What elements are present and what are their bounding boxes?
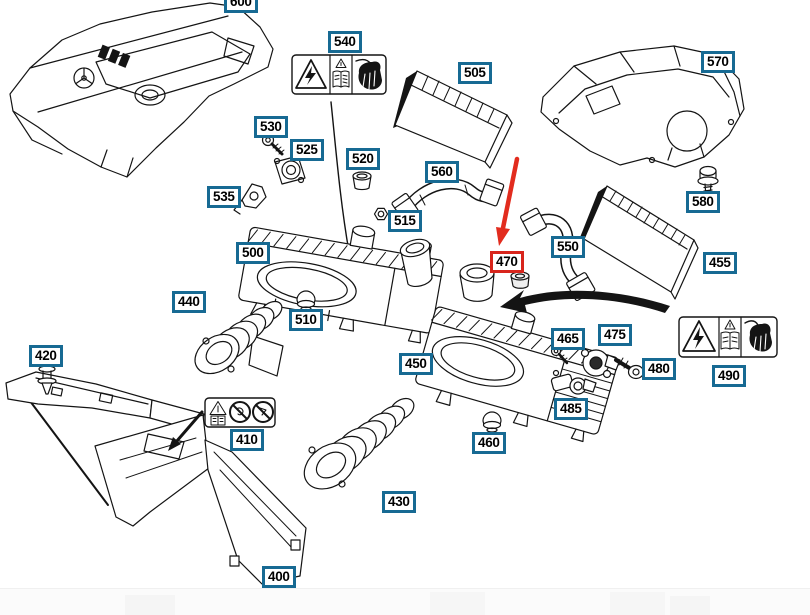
- mounting-tray-400: [5, 371, 307, 585]
- air-filter-element-505: [393, 70, 513, 169]
- part-label-490[interactable]: 490: [712, 365, 746, 387]
- housing-outlet-port: [399, 238, 433, 288]
- warning-sticker-540: [291, 54, 387, 95]
- part-label-475[interactable]: 475: [598, 324, 632, 346]
- black-motion-arrow: [500, 290, 670, 313]
- cap-nut-510: [296, 290, 316, 312]
- part-label-510[interactable]: 510: [289, 309, 323, 331]
- part-label-515[interactable]: 515: [388, 210, 422, 232]
- vent-line: [330, 101, 350, 253]
- part-label-465[interactable]: 465: [551, 328, 585, 350]
- part-label-560[interactable]: 560: [425, 161, 459, 183]
- sensor-485: [550, 369, 597, 395]
- part-label-525[interactable]: 525: [290, 139, 324, 161]
- screw-580: [697, 165, 719, 197]
- grommet-470: [510, 271, 530, 289]
- part-label-450[interactable]: 450: [399, 353, 433, 375]
- warning-sticker-410: [168, 397, 276, 451]
- intake-hose-560: [391, 178, 505, 221]
- intake-collar: [459, 263, 495, 302]
- read-operating-manual-warning-icon: [209, 401, 227, 426]
- red-callout-arrow: [496, 156, 520, 246]
- high-voltage-warning-triangle-icon: [295, 59, 327, 89]
- part-label-485[interactable]: 485: [554, 398, 588, 420]
- cap-nut-460: [482, 411, 502, 433]
- part-label-580[interactable]: 580: [686, 191, 720, 213]
- hand-injury-warning-icon: [355, 58, 382, 90]
- intake-duct-430: [303, 397, 415, 490]
- part-label-550[interactable]: 550: [551, 236, 585, 258]
- amg-badge-icon: [97, 44, 131, 68]
- part-label-440[interactable]: 440: [172, 291, 206, 313]
- part-label-400[interactable]: 400: [262, 566, 296, 588]
- engine-cover: [9, 2, 274, 178]
- part-label-600[interactable]: 600: [224, 0, 258, 13]
- part-label-570[interactable]: 570: [701, 51, 735, 73]
- prohibition-circle-icon: [229, 401, 251, 423]
- hand-injury-warning-icon: [744, 320, 772, 353]
- screw-480: [614, 357, 645, 380]
- clip-420: [37, 365, 57, 395]
- mercedes-star-icon: [73, 67, 95, 89]
- part-label-540[interactable]: 540: [328, 31, 362, 53]
- bottom-edge-band: [0, 588, 810, 615]
- part-label-470-highlighted[interactable]: 470: [490, 251, 524, 273]
- prohibition-circle-icon: [252, 401, 274, 423]
- part-label-535[interactable]: 535: [207, 186, 241, 208]
- part-label-500[interactable]: 500: [236, 242, 270, 264]
- warning-sticker-490: [678, 316, 778, 358]
- intake-duct-440: [194, 300, 284, 377]
- part-label-505[interactable]: 505: [458, 62, 492, 84]
- part-label-480[interactable]: 480: [642, 358, 676, 380]
- part-label-520[interactable]: 520: [346, 148, 380, 170]
- part-label-530[interactable]: 530: [254, 116, 288, 138]
- sensor-525: [273, 155, 306, 185]
- part-label-430[interactable]: 430: [382, 491, 416, 513]
- air-cleaner-cover-570: [540, 45, 745, 168]
- high-voltage-warning-triangle-icon: [682, 320, 716, 352]
- grommet-520: [352, 171, 372, 191]
- part-label-420[interactable]: 420: [29, 345, 63, 367]
- nut-515: [373, 207, 389, 221]
- read-operating-manual-icon: [332, 58, 350, 88]
- part-label-455[interactable]: 455: [703, 252, 737, 274]
- part-label-460[interactable]: 460: [472, 432, 506, 454]
- part-label-410[interactable]: 410: [230, 429, 264, 451]
- air-filter-element-455: [577, 185, 699, 300]
- read-operating-manual-icon: [720, 319, 740, 350]
